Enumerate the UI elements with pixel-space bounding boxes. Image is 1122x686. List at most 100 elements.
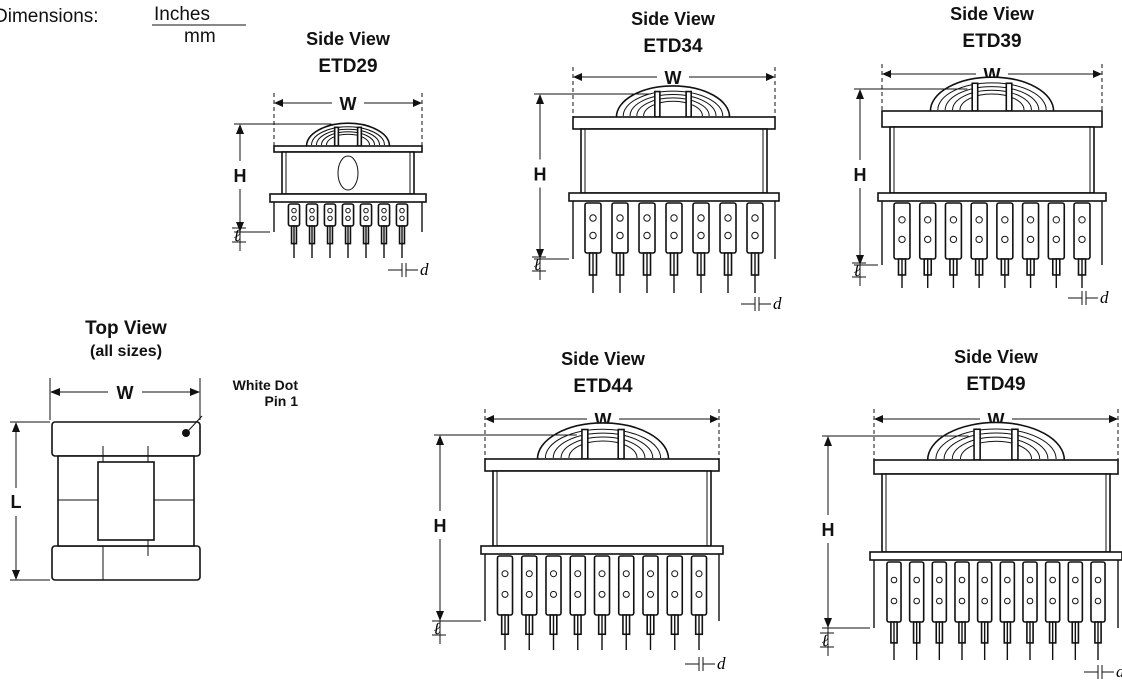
pin-body — [690, 555, 708, 616]
winding-turn — [643, 100, 703, 117]
top-w-label: W — [117, 383, 134, 403]
core-clip-right — [1005, 82, 1013, 112]
top-flange — [873, 459, 1119, 475]
pin-hole-upper — [525, 570, 533, 578]
top-l-arrow-bottom — [12, 570, 20, 580]
pin-body — [1047, 202, 1066, 260]
winding-turn — [629, 94, 717, 117]
d-label: d — [717, 654, 726, 673]
pin-bar — [869, 551, 1122, 561]
pin-body — [323, 203, 337, 227]
pin-body — [996, 202, 1014, 260]
core-clip-left — [654, 90, 661, 118]
pin-body — [617, 555, 635, 616]
winding-turn — [320, 131, 376, 146]
w-arrow-left — [274, 99, 283, 107]
w-arrow-right — [1093, 70, 1102, 78]
pin-hole-lower — [913, 597, 920, 605]
pin-hole-upper — [622, 570, 630, 578]
pin-hole-lower — [695, 590, 703, 598]
pin-hole-lower — [751, 231, 759, 240]
pin-hole-lower — [949, 235, 958, 244]
pin-hole-upper — [898, 216, 906, 224]
core-clip-right — [1011, 428, 1019, 461]
pin-hole-upper — [724, 214, 732, 222]
core-clip-left — [333, 126, 340, 147]
core-body — [492, 470, 712, 547]
w-arrow-right — [710, 415, 719, 423]
core-clip-left — [971, 82, 979, 112]
pin-hole-upper — [981, 576, 988, 584]
pin-hole-upper — [616, 214, 624, 222]
pin-hole-upper — [291, 207, 297, 214]
h-arrow-top — [536, 94, 544, 104]
winding-turn — [552, 432, 654, 459]
pin-hole-lower — [1026, 235, 1035, 244]
pin-body — [886, 561, 902, 623]
pin-body — [666, 555, 684, 616]
core-body — [889, 126, 1095, 194]
pin-hole-lower — [327, 215, 333, 222]
winding-turn — [951, 436, 1041, 460]
pin-hole-upper — [1049, 576, 1056, 584]
pin-hole-lower — [1026, 597, 1034, 605]
view-kind-label: Side View — [631, 9, 716, 29]
pin-hole-upper — [936, 576, 943, 584]
core-body — [281, 151, 415, 195]
pin-hole-upper — [670, 214, 678, 222]
w-arrow-right — [1109, 415, 1118, 423]
w-arrow-left — [882, 70, 891, 78]
top-flange — [484, 458, 720, 472]
pin-hole-upper — [697, 214, 705, 222]
pin-body — [1044, 561, 1061, 623]
pin-hole-upper — [1052, 216, 1060, 224]
pin-body — [1021, 202, 1040, 260]
l-label: ℓ — [233, 226, 240, 245]
core-clip-right — [617, 428, 625, 460]
top-view: Top View (all sizes) W L White Dot Pin 1 — [10, 318, 299, 581]
winding-turn — [943, 432, 1049, 460]
pin-body — [746, 202, 764, 254]
pin1-note-line1: White Dot — [233, 377, 299, 393]
top-l-label: L — [11, 492, 22, 512]
pin-hole-lower — [1078, 235, 1086, 244]
core-clip-left — [581, 428, 589, 460]
winding-turn — [944, 86, 1040, 111]
pin-hole-lower — [936, 597, 943, 605]
top-flange — [273, 145, 423, 153]
pin-bar — [480, 545, 724, 555]
pin-hole-lower — [724, 231, 732, 240]
w-arrow-left — [485, 415, 494, 423]
pin-body — [970, 202, 988, 260]
pin-hole-upper — [924, 216, 932, 224]
view-name-label: ETD44 — [573, 376, 633, 397]
pin-hole-upper — [501, 570, 509, 578]
pin-body — [638, 202, 656, 254]
d-label: d — [1116, 662, 1122, 681]
core-clip-right — [685, 90, 692, 118]
core-clip-left — [973, 428, 981, 461]
view-name-label: ETD49 — [966, 374, 1025, 395]
pin-body — [918, 202, 937, 260]
pin-hole-upper — [751, 214, 759, 222]
pin-hole-lower — [381, 215, 387, 222]
l-label: ℓ — [821, 631, 828, 650]
w-arrow-right — [413, 99, 422, 107]
side-view-etd49: Side ViewETD49WHℓd — [820, 347, 1122, 681]
l-label: ℓ — [853, 261, 860, 280]
view-name-label: ETD29 — [318, 56, 377, 77]
pin-hole-upper — [1001, 216, 1009, 224]
top-flange-upper — [51, 421, 201, 457]
w-label: W — [665, 68, 682, 88]
pin-hole-upper — [1072, 576, 1079, 584]
pin-hole-upper — [381, 207, 387, 214]
pin-hole-upper — [671, 570, 679, 578]
h-arrow-top — [236, 124, 244, 134]
winding-turn — [568, 440, 638, 459]
view-name-label: ETD34 — [643, 36, 703, 57]
pin1-note-line2: Pin 1 — [265, 393, 299, 409]
w-arrow-left — [874, 415, 883, 423]
core-body — [580, 128, 768, 194]
